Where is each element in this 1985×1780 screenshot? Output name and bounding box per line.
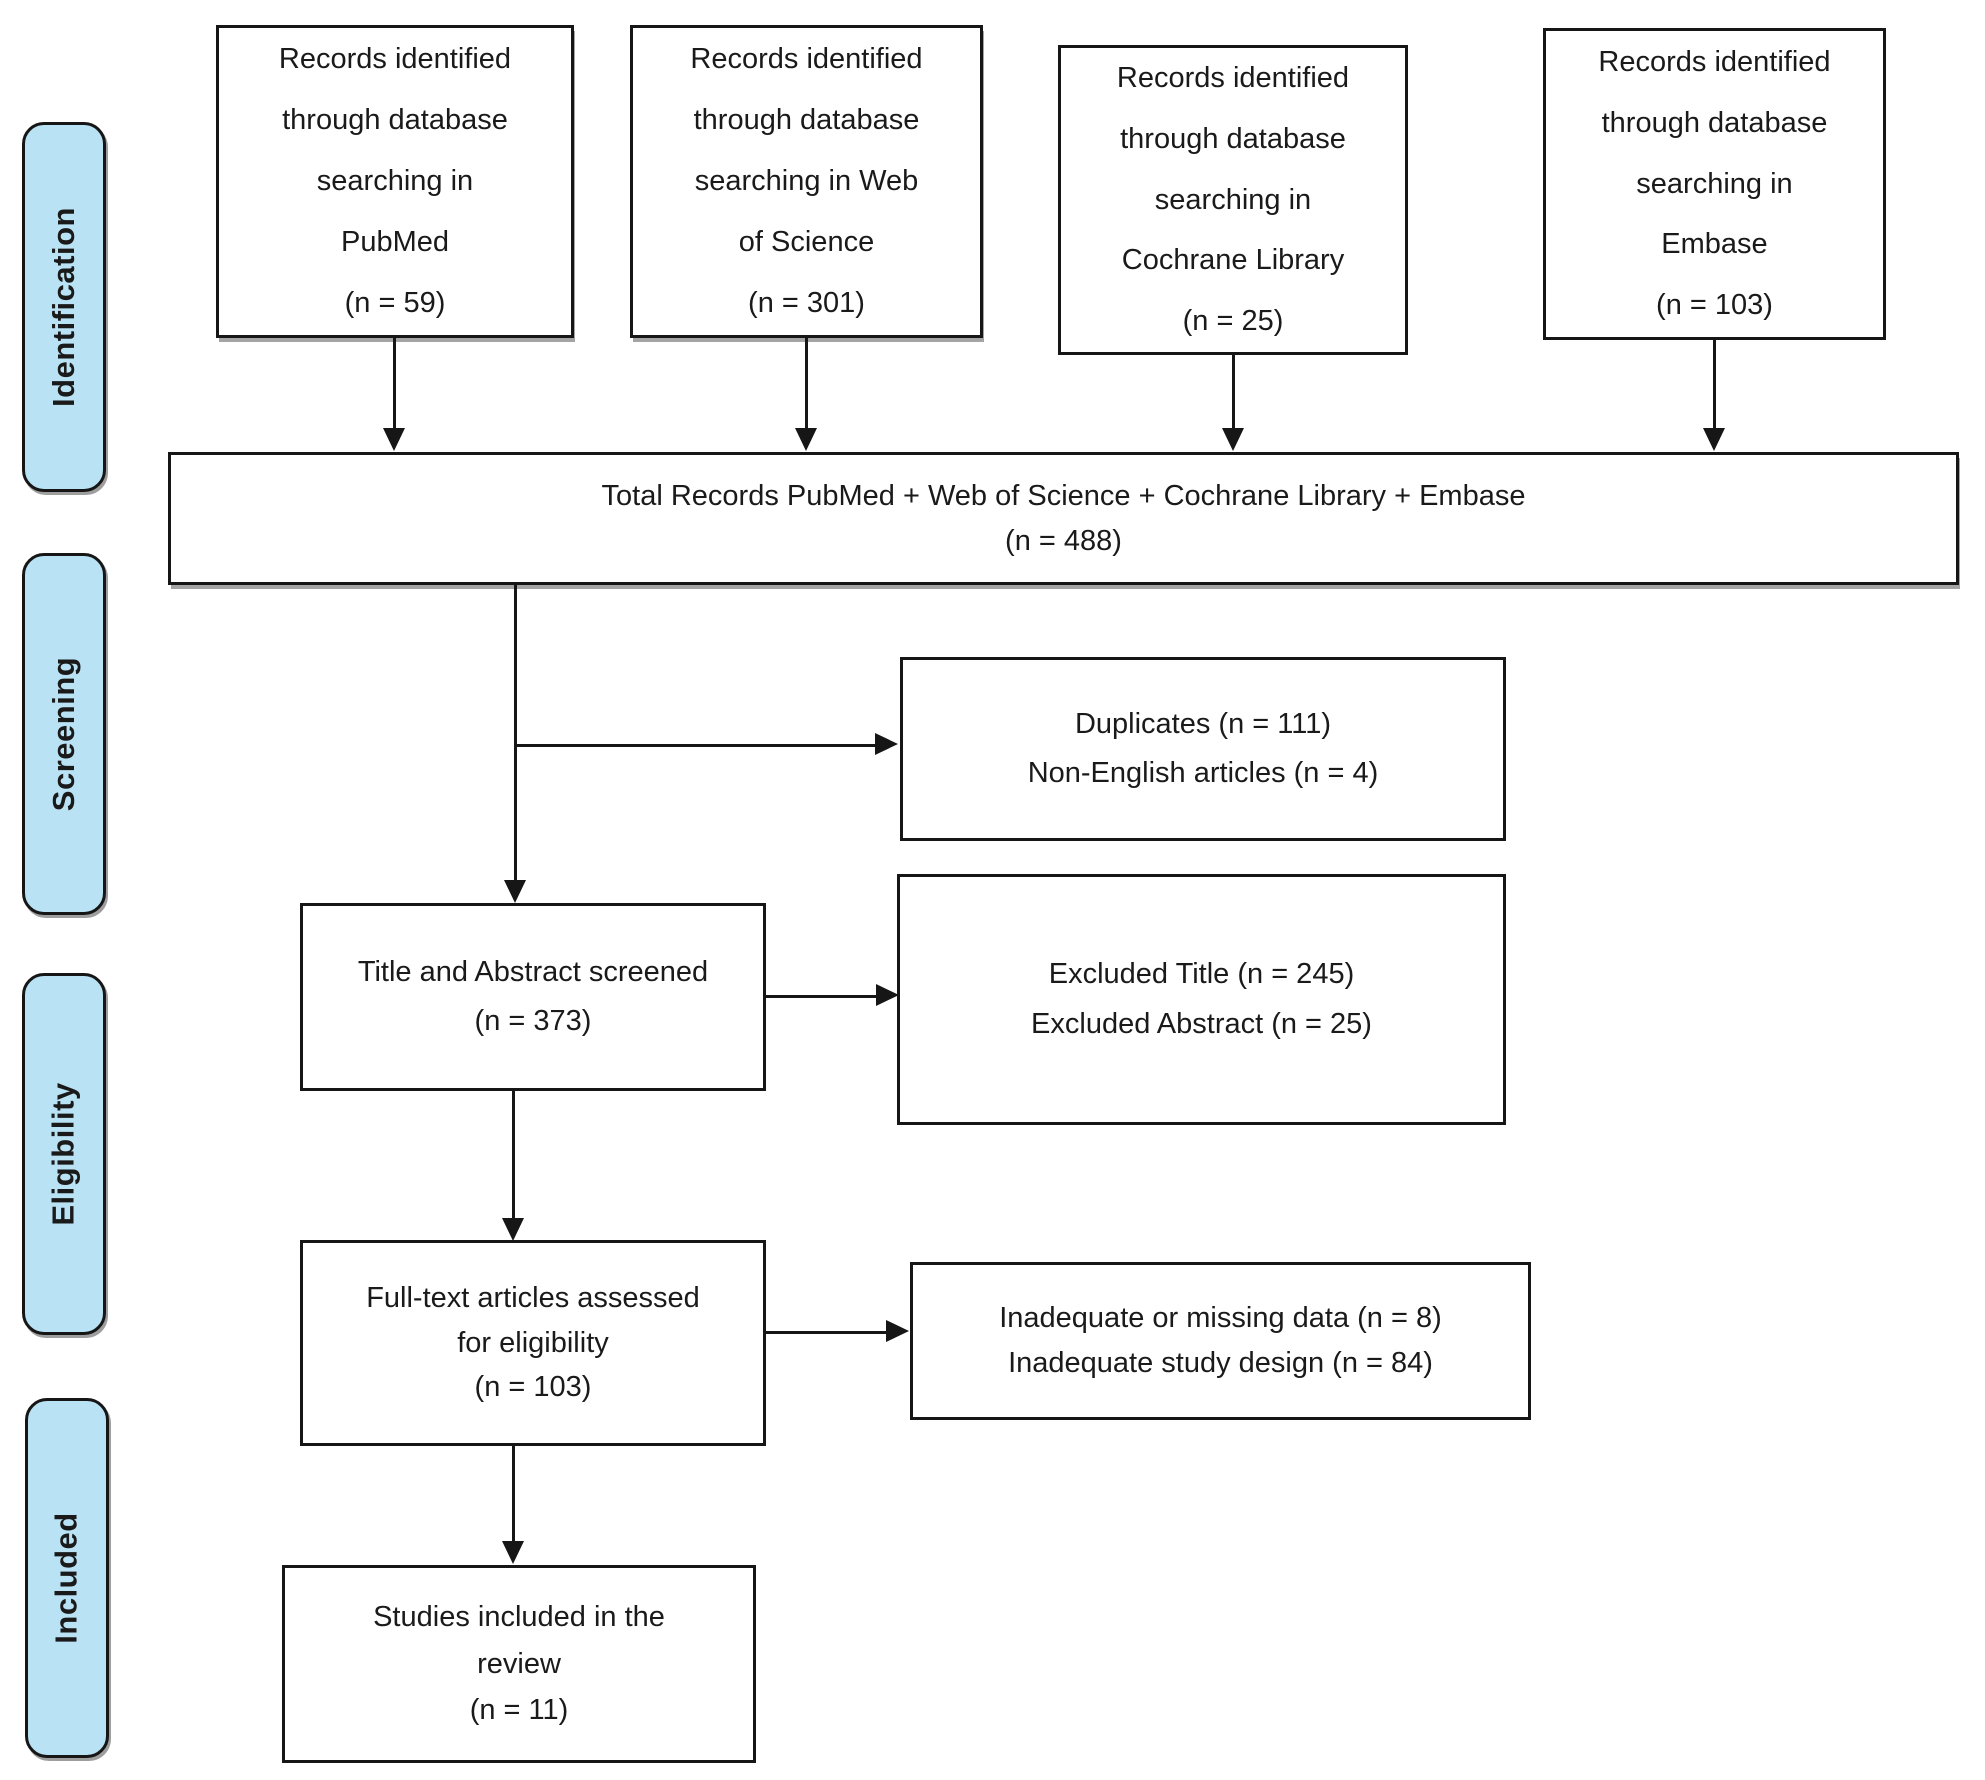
arrowhead-title-to-fulltext — [502, 1218, 524, 1241]
arrowhead-fulltext-to-included — [502, 1541, 524, 1564]
arrowhead-fulltext-to-inadequate — [886, 1320, 909, 1342]
studies-included-text: Studies included in the review (n = 11) — [373, 1601, 665, 1727]
stage-label-included: Included — [25, 1398, 109, 1758]
arrowhead-title-to-excluded — [876, 984, 899, 1006]
arrowhead-embase-to-total — [1703, 428, 1725, 451]
title-abstract-screened-box: Title and Abstract screened (n = 373) — [300, 903, 766, 1091]
duplicates-excluded-box: Duplicates (n = 111) Non-English article… — [900, 657, 1506, 841]
total-records-text: Total Records PubMed + Web of Science + … — [601, 479, 1526, 557]
fulltext-assessed-box: Full-text articles assessed for eligibil… — [300, 1240, 766, 1446]
title-abstract-screened-text: Title and Abstract screened (n = 373) — [357, 955, 709, 1037]
stage-label-text: Screening — [46, 656, 82, 812]
source-box-web-of-science-text: Records identified through database sear… — [690, 43, 923, 319]
connector-total-to-title-screened — [514, 585, 517, 880]
stage-label-text: Eligibility — [46, 1082, 82, 1226]
connector-stem-to-duplicates — [515, 744, 875, 747]
stage-label-eligibility: Eligibility — [22, 973, 106, 1335]
studies-included-box: Studies included in the review (n = 11) — [282, 1565, 756, 1763]
arrowhead-total-to-title-screened — [504, 880, 526, 903]
connector-wos-to-total — [805, 338, 808, 428]
arrowhead-stem-to-duplicates — [875, 733, 898, 755]
connector-embase-to-total — [1713, 340, 1716, 428]
inadequate-excluded-box: Inadequate or missing data (n = 8) Inade… — [910, 1262, 1531, 1420]
source-box-pubmed-text: Records identified through database sear… — [278, 43, 512, 319]
excluded-title-abstract-box: Excluded Title (n = 245) Excluded Abstra… — [897, 874, 1506, 1125]
source-box-pubmed: Records identified through database sear… — [216, 25, 574, 338]
connector-cochrane-to-total — [1232, 355, 1235, 428]
connector-title-to-excluded — [766, 995, 876, 998]
stage-label-text: Included — [49, 1512, 85, 1644]
excluded-title-abstract-text: Excluded Title (n = 245) Excluded Abstra… — [1031, 958, 1372, 1040]
connector-pubmed-to-total — [393, 338, 396, 428]
stage-label-text: Identification — [46, 207, 82, 407]
connector-fulltext-to-inadequate — [766, 1331, 886, 1334]
duplicates-excluded-text: Duplicates (n = 111) Non-English article… — [1027, 707, 1379, 789]
arrowhead-wos-to-total — [795, 428, 817, 451]
source-box-embase-text: Records identified through database sear… — [1598, 45, 1831, 322]
inadequate-excluded-text: Inadequate or missing data (n = 8) Inade… — [999, 1302, 1442, 1379]
total-records-box: Total Records PubMed + Web of Science + … — [168, 452, 1959, 585]
source-box-web-of-science: Records identified through database sear… — [630, 25, 983, 338]
stage-label-identification: Identification — [22, 122, 106, 492]
source-box-cochrane-library: Records identified through database sear… — [1058, 45, 1408, 355]
stage-label-screening: Screening — [22, 553, 106, 915]
arrowhead-pubmed-to-total — [383, 428, 405, 451]
source-box-embase: Records identified through database sear… — [1543, 28, 1886, 340]
connector-fulltext-to-included — [512, 1446, 515, 1541]
fulltext-assessed-text: Full-text articles assessed for eligibil… — [366, 1281, 700, 1404]
source-box-cochrane-library-text: Records identified through database sear… — [1116, 61, 1350, 338]
connector-title-to-fulltext — [512, 1091, 515, 1218]
arrowhead-cochrane-to-total — [1222, 428, 1244, 451]
